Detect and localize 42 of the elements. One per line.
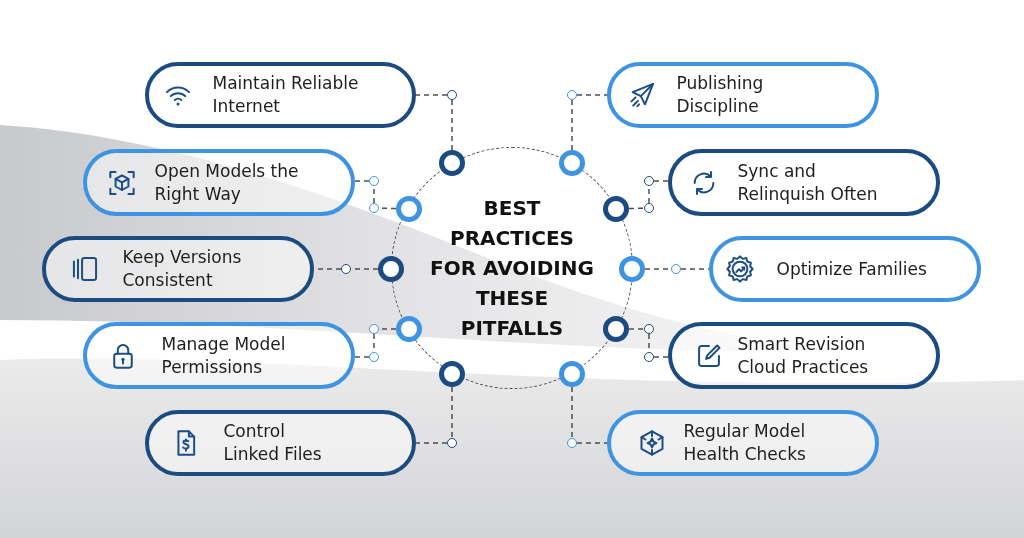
- practice-label: Regular Model Health Checks: [683, 420, 807, 466]
- dashed-connector: [415, 94, 448, 96]
- practice-label: Optimize Families: [776, 257, 928, 281]
- practice-label: Publishing Discipline: [676, 72, 765, 118]
- connector-dot: [447, 438, 457, 448]
- connector-dot: [671, 264, 681, 274]
- connector-dot: [447, 90, 457, 100]
- dashed-connector: [354, 180, 370, 182]
- connector-dot: [369, 176, 379, 186]
- practice-label: Smart Revision Cloud Practices: [737, 332, 870, 379]
- practice-label: Manage Model Permissions: [161, 332, 287, 379]
- connector-dot: [644, 324, 654, 334]
- dashed-connector: [354, 356, 370, 358]
- dashed-connector: [653, 180, 669, 182]
- practice-label: Open Models the Right Way: [154, 159, 300, 206]
- dashed-connector: [680, 268, 710, 270]
- dashed-connector: [628, 328, 645, 330]
- dashed-connector: [415, 442, 448, 444]
- dashed-connector: [571, 386, 573, 439]
- dashed-connector: [576, 94, 608, 96]
- practice-pill: [83, 149, 355, 216]
- practice-label: Keep Versions Consistent: [122, 246, 243, 292]
- connector-dot: [341, 264, 351, 274]
- dashed-connector: [451, 99, 453, 151]
- dashed-connector: [451, 386, 453, 439]
- dashed-connector: [571, 99, 573, 151]
- dashed-connector: [653, 356, 669, 358]
- connector-dot: [567, 90, 577, 100]
- connector-dot: [369, 324, 379, 334]
- dashed-connector: [576, 442, 608, 444]
- practice-label: Control Linked Files: [223, 420, 323, 466]
- practice-label: Sync and Relinquish Often: [737, 159, 879, 206]
- connector-dot: [644, 352, 654, 362]
- connector-dot: [369, 203, 379, 213]
- connector-dot: [644, 176, 654, 186]
- connector-dot: [644, 203, 654, 213]
- connector-dot: [369, 352, 379, 362]
- connector-dot: [567, 438, 577, 448]
- center-heading: BEST PRACTICES FOR AVOIDING THESE PITFALLS: [429, 195, 595, 342]
- dashed-connector: [628, 207, 645, 210]
- practice-label: Maintain Reliable Internet: [212, 72, 360, 118]
- ring-node: [619, 256, 645, 282]
